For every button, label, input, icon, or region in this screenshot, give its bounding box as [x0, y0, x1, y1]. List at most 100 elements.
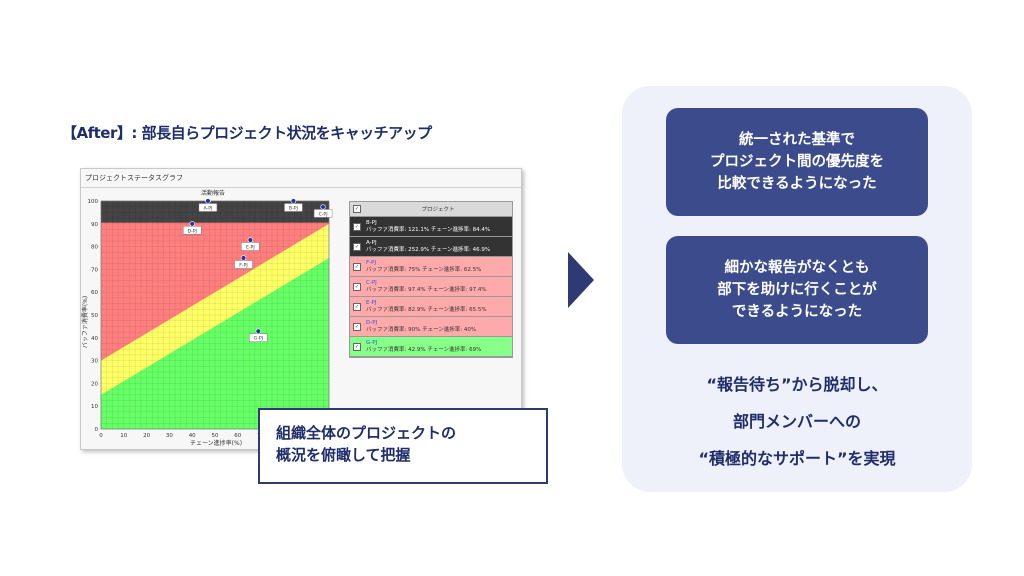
legend-project-name: D-PJ	[366, 319, 378, 326]
y-tick-label: 100	[88, 199, 99, 205]
project-point	[290, 198, 297, 204]
y-tick-label: 50	[91, 313, 98, 319]
legend-project-stats: バッファ消費率: 121.1% チェーン進捗率: 84.4%	[366, 226, 491, 233]
page-heading: 【After】: 部長自らプロジェクト状況をキャッチアップ	[62, 124, 432, 142]
black-zone	[101, 201, 329, 223]
legend-header-label: プロジェクト	[421, 207, 455, 213]
select-all-checkbox[interactable]: ✓	[353, 205, 361, 213]
y-tick-label: 60	[91, 290, 98, 296]
y-tick-label: 90	[91, 222, 98, 228]
legend-project-stats: バッファ消費率: 42.9% チェーン進捗率: 69%	[366, 346, 482, 353]
point-label: A-PJ	[204, 206, 213, 212]
summary-line-2: 部門メンバーへの	[732, 412, 861, 431]
point-label-box	[198, 203, 218, 212]
x-axis-label: チェーン進捗率(%)	[190, 439, 242, 447]
legend-project-name: G-PJ	[366, 339, 378, 346]
benefit-card-line: できるようになった	[731, 304, 863, 320]
y-tick-label: 70	[91, 267, 98, 273]
point-label: F-PJ	[239, 263, 247, 269]
project-point	[255, 328, 262, 334]
summary-text: “報告待ち”から脱却し、 部門メンバーへの “積極的なサポート”を実現	[622, 366, 972, 477]
status-graph-screenshot: プロジェクトステータスグラフ 活動報告 0 10 20 30 40 50 60 70 80 90 1…	[80, 168, 522, 450]
legend-project-name: F-PJ	[366, 259, 377, 266]
project-checkbox[interactable]: ✓	[353, 342, 361, 351]
point-label-box	[284, 203, 303, 212]
legend-project-name: A-PJ	[366, 239, 377, 246]
benefit-card-line: 部下を助けに行くことが	[717, 282, 877, 298]
after-benefits-panel: 統一された基準で プロジェクト間の優先度を 比較できるようになった 細かな報告が…	[622, 86, 972, 492]
project-checkbox[interactable]: ✓	[353, 322, 361, 331]
point-label: B-PJ	[289, 206, 298, 212]
summary-line-1: “報告待ち”から脱却し、	[706, 375, 888, 394]
point-label-box	[234, 260, 253, 269]
y-axis-label: バッファ消費率(%)	[81, 296, 89, 348]
point-label-box	[241, 242, 260, 251]
y-tick-label: 10	[91, 404, 98, 410]
title-divider	[81, 187, 521, 188]
benefit-card-line: プロジェクト間の優先度を	[710, 154, 884, 170]
callout-line-2: 概況を俯瞰して把握	[276, 446, 411, 464]
x-tick-label: 40	[189, 433, 196, 439]
legend-project-stats: バッファ消費率: 97.4% チェーン進捗率: 97.4%	[366, 286, 487, 293]
point-label: D-PJ	[188, 228, 197, 234]
legend-project-name: C-PJ	[366, 279, 377, 286]
benefit-card-line: 比較できるようになった	[717, 176, 877, 192]
project-checkbox[interactable]: ✓	[353, 302, 361, 311]
legend-header: ✓ プロジェクト	[350, 202, 512, 217]
project-checkbox[interactable]: ✓	[353, 222, 361, 231]
screenshot-title: プロジェクトステータスグラフ	[85, 174, 183, 182]
project-checkbox[interactable]: ✓	[353, 242, 361, 251]
point-label-box	[313, 209, 333, 218]
benefit-card-line: 統一された基準で	[739, 132, 855, 148]
y-tick-label: 30	[91, 359, 98, 365]
callout-line-1: 組織全体のプロジェクトの	[276, 424, 457, 442]
y-tick-label: 20	[91, 381, 98, 387]
project-point	[320, 204, 326, 210]
summary-line-3: “積極的なサポート”を実現	[698, 449, 896, 468]
legend-project-name: E-PJ	[366, 299, 377, 306]
x-tick-label: 10	[120, 433, 127, 439]
x-tick-label: 50	[212, 433, 219, 439]
status-scatter-chart: 活動報告 01020304050607080901000102030405060…	[81, 189, 335, 447]
right-arrow-icon	[568, 252, 594, 308]
point-label-box	[182, 226, 202, 235]
benefit-card-priority: 統一された基準で プロジェクト間の優先度を 比較できるようになった	[666, 108, 928, 216]
project-point	[205, 198, 211, 204]
project-point	[247, 237, 254, 243]
legend-project-stats: バッファ消費率: 75% チェーン進捗率: 62.5%	[366, 266, 482, 273]
y-tick-label: 0	[95, 427, 99, 433]
y-tick-label: 80	[91, 245, 98, 251]
y-tick-label: 40	[91, 336, 98, 342]
callout-box: 組織全体のプロジェクトの 概況を俯瞰して把握	[258, 408, 548, 484]
benefit-card-support: 細かな報告がなくとも 部下を助けに行くことが できるようになった	[666, 236, 928, 344]
x-tick-label: 30	[166, 433, 173, 439]
point-label: C-PJ	[319, 211, 328, 217]
x-tick-label: 20	[143, 433, 150, 439]
green-zone	[101, 258, 329, 429]
chart-top-label: 活動報告	[201, 189, 225, 197]
benefit-card-line: 細かな報告がなくとも	[724, 260, 870, 276]
legend-project-stats: バッファ消費率: 82.9% チェーン進捗率: 65.5%	[366, 306, 487, 313]
legend-project-stats: バッファ消費率: 252.9% チェーン進捗率: 46.9%	[366, 246, 491, 253]
project-checkbox[interactable]: ✓	[353, 262, 361, 271]
project-checkbox[interactable]: ✓	[353, 282, 361, 291]
legend-project-stats: バッファ消費率: 90% チェーン進捗率: 40%	[366, 326, 477, 333]
point-label: G-PJ	[254, 336, 263, 342]
point-label-box	[249, 333, 268, 342]
project-point	[240, 255, 247, 261]
